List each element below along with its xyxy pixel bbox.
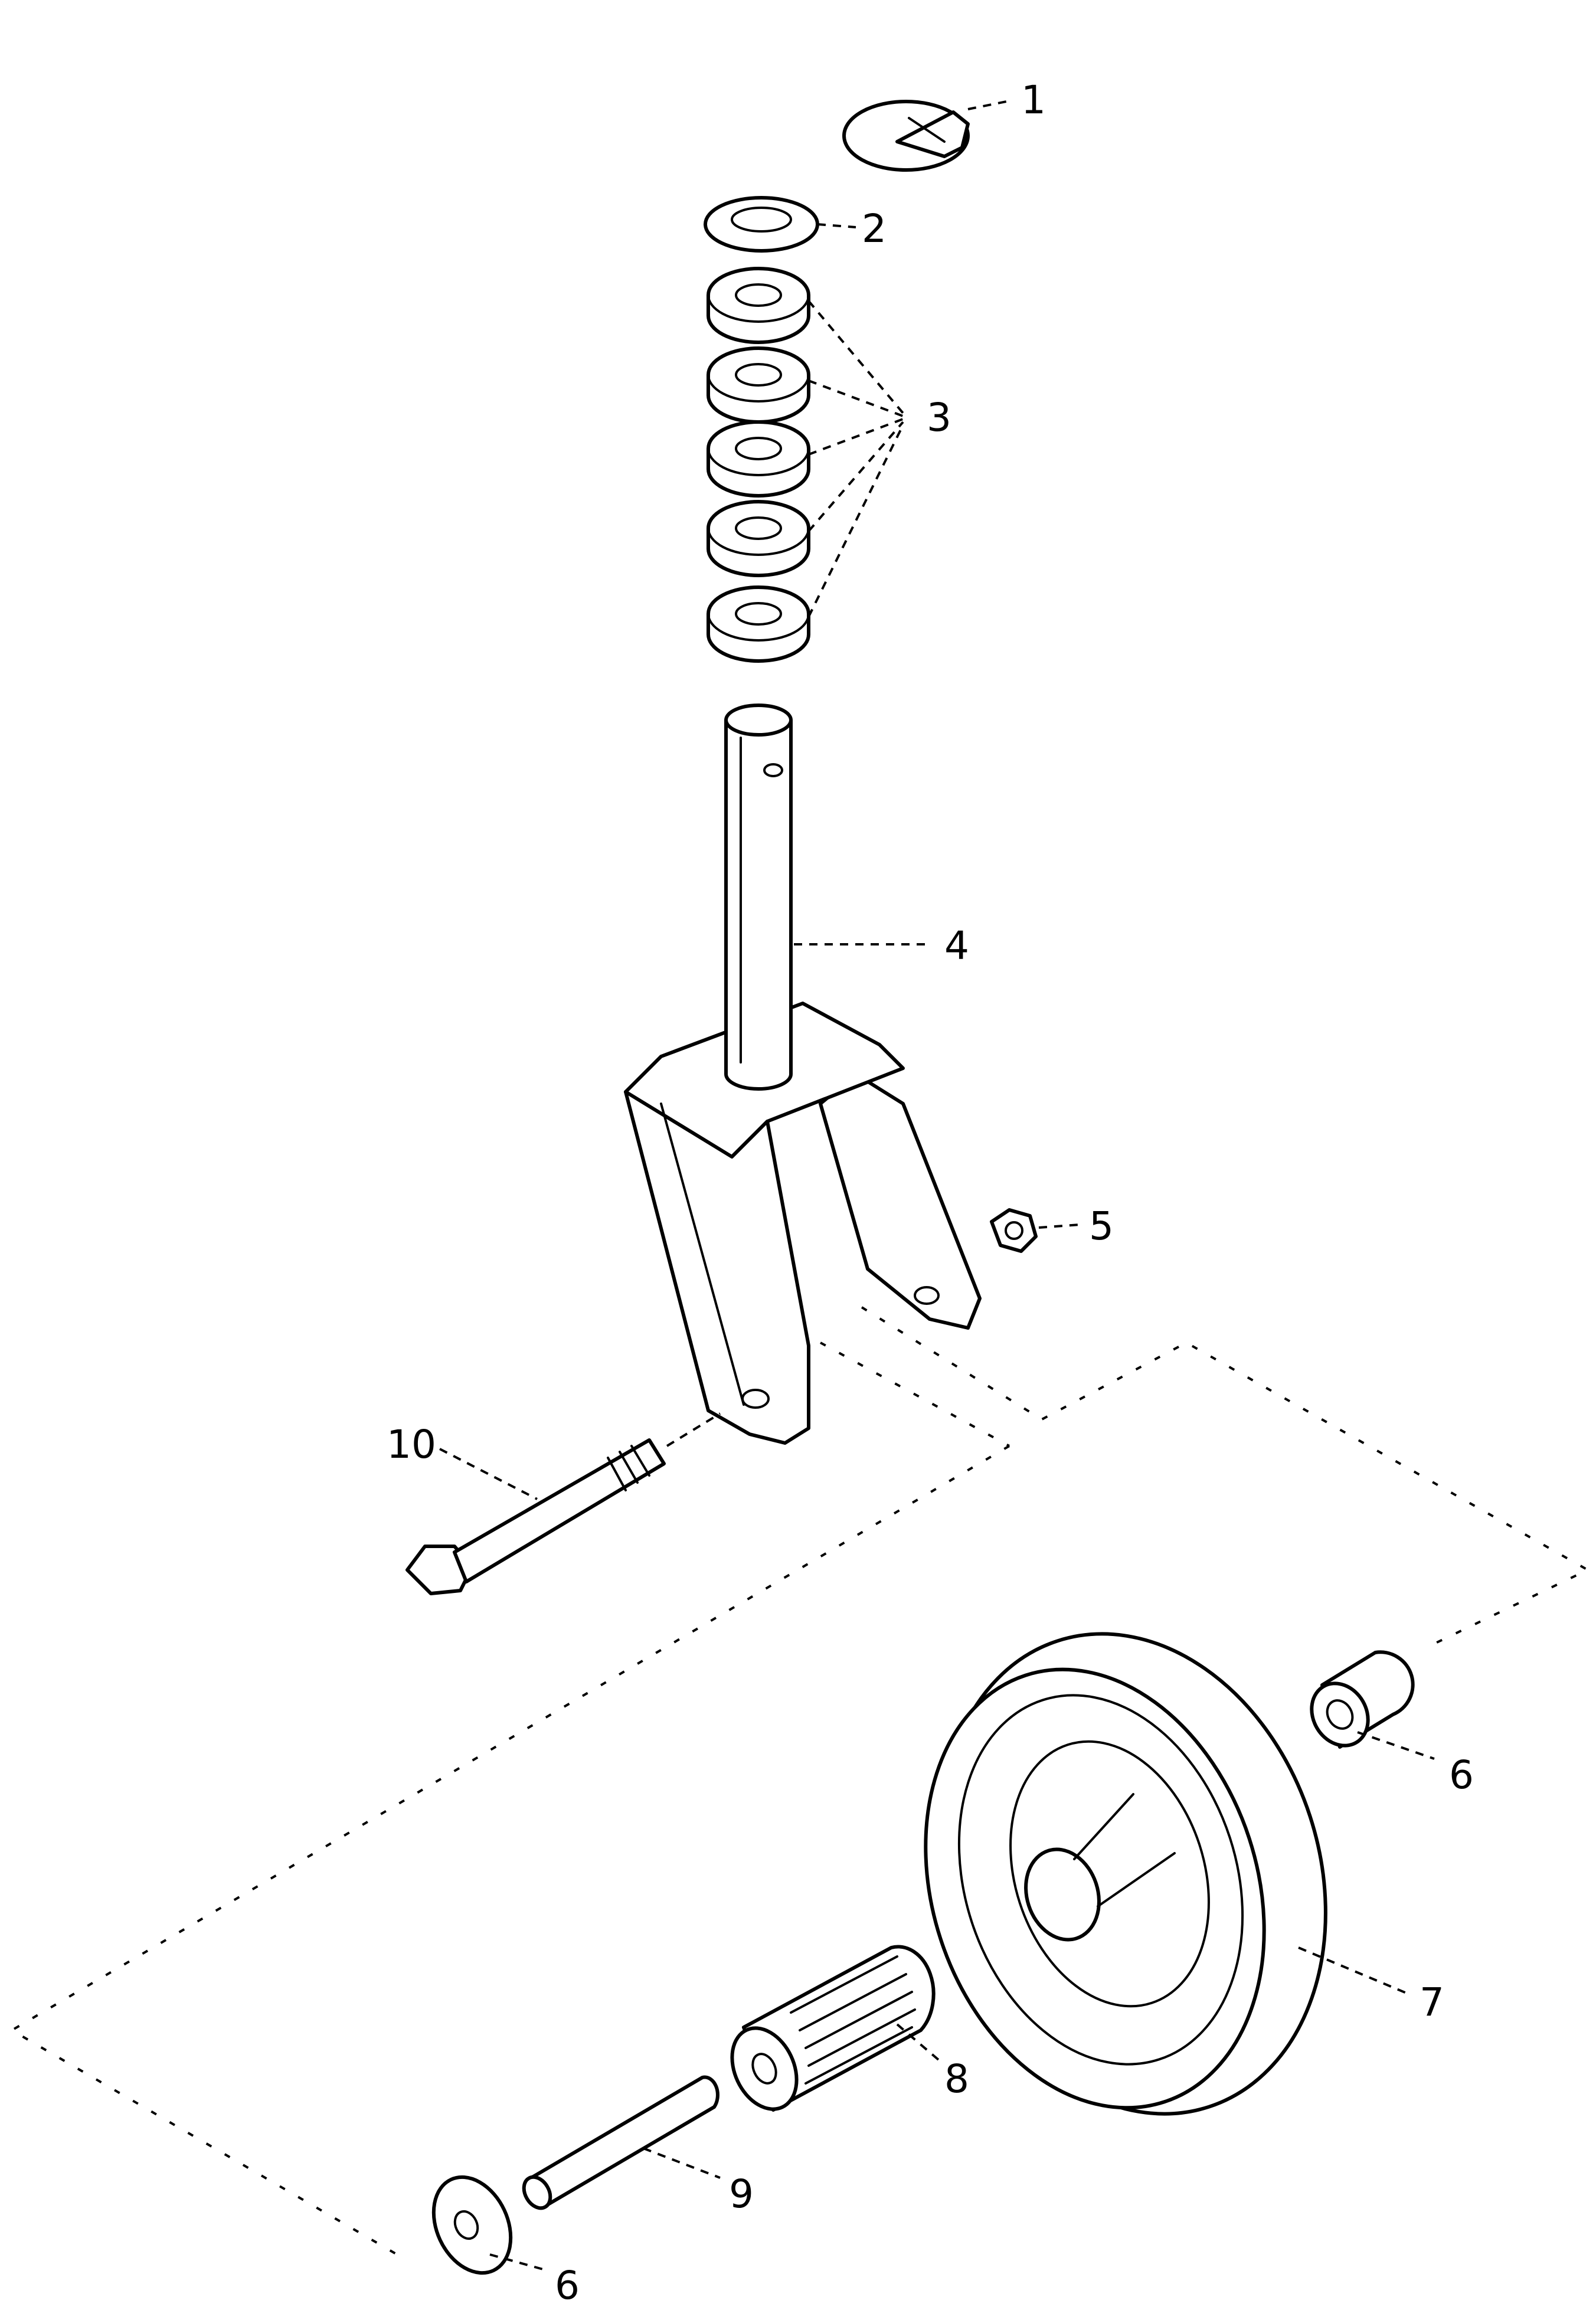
callout-10: 10 <box>387 1422 436 1467</box>
callout-4: 4 <box>944 923 969 969</box>
callout-7: 7 <box>1420 1980 1444 2025</box>
part-6-washer-left[interactable] <box>419 2165 526 2286</box>
spacer-1[interactable] <box>707 267 810 344</box>
part-4-caster-fork[interactable] <box>624 704 982 1445</box>
assembly-path-left <box>9 1445 1010 2262</box>
part-1-linch-pin[interactable] <box>842 100 970 172</box>
part-9-axle-pin[interactable] <box>519 2075 719 2213</box>
part-2-washer[interactable] <box>704 196 819 253</box>
callout-1: 1 <box>1021 77 1046 123</box>
part-10-bolt[interactable] <box>405 1438 666 1595</box>
spacer-5[interactable] <box>707 585 810 663</box>
callout-5: 5 <box>1089 1203 1114 1249</box>
part-5-nut[interactable] <box>990 1208 1038 1253</box>
spacer-2[interactable] <box>707 346 810 424</box>
spacer-3[interactable] <box>707 420 810 498</box>
callout-3: 3 <box>927 395 951 440</box>
part-3-spacer-stack[interactable] <box>707 267 810 663</box>
part-6-bushing-right[interactable] <box>1301 1650 1415 1756</box>
spacer-4[interactable] <box>707 500 810 577</box>
callout-labels: 1 2 3 4 5 6 6 7 8 9 10 <box>387 77 1474 2308</box>
callout-2: 2 <box>862 206 887 251</box>
callout-8: 8 <box>944 2056 969 2102</box>
callout-9: 9 <box>729 2171 754 2217</box>
callout-6-right: 6 <box>1449 1752 1474 1798</box>
part-7-wheel[interactable] <box>871 1583 1386 2164</box>
assembly-path-outer <box>861 1306 1591 1645</box>
callout-6-left: 6 <box>555 2263 580 2308</box>
leader-lines <box>439 99 1435 2270</box>
assembly-path-inner <box>820 1342 1010 1447</box>
part-8-roller-bearing[interactable] <box>719 1945 936 2119</box>
